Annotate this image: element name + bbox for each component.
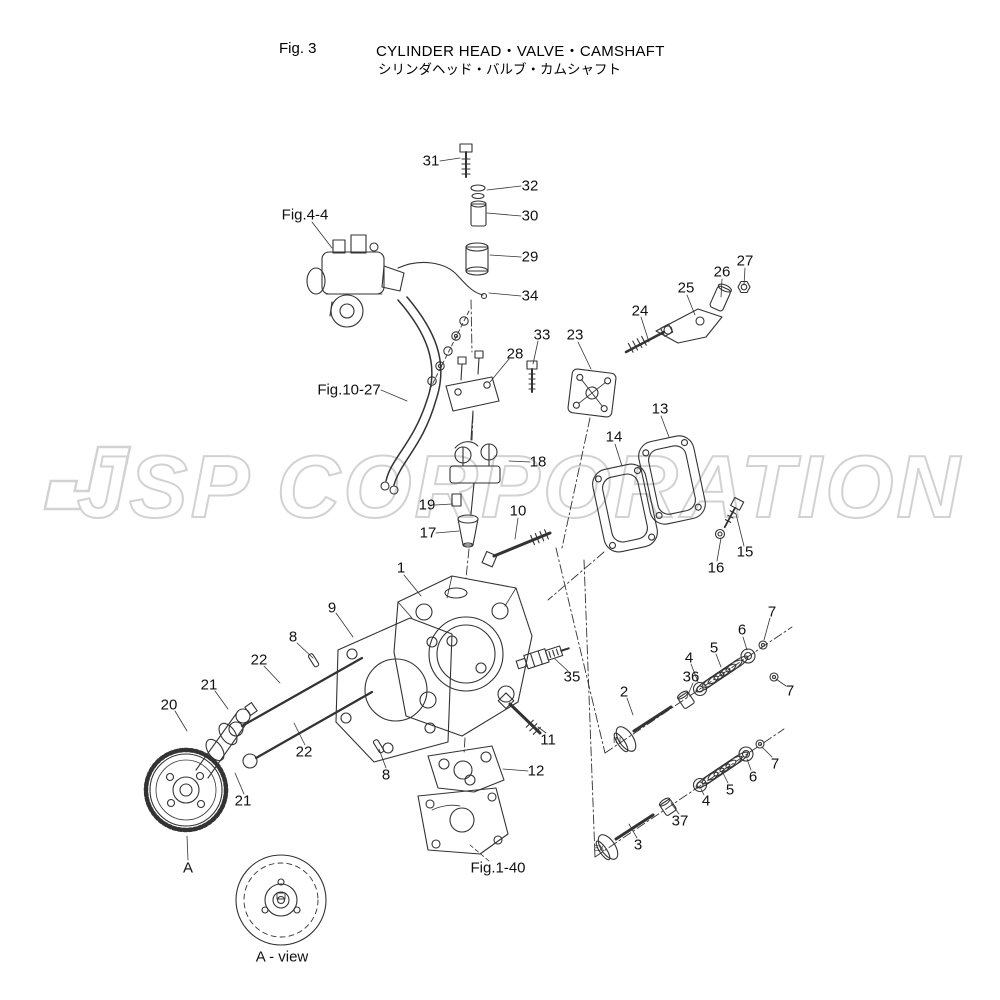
part-label-5: 5 [709,639,719,657]
governor-plate [445,350,500,441]
cylinder-head [393,575,533,737]
screw-33 [526,360,538,393]
spark-plug [515,645,570,670]
part-label-33: 33 [533,326,551,344]
part-label-32: 32 [521,177,539,195]
carburetor [306,234,405,328]
part-label-17: 17 [419,524,437,542]
rocker-pivot-bolt-stack [459,143,489,276]
part-label-23: 23 [566,326,584,344]
part-label-6: 6 [737,621,747,639]
washer-16 [714,528,726,540]
page-title: CYLINDER HEAD・VALVE・CAMSHAFT [376,43,665,60]
cover-gasket [592,463,658,553]
part-label-35: 35 [563,668,581,686]
part-label-21: 21 [200,676,218,694]
part-label-14: 14 [605,428,623,446]
bolt-15 [723,496,745,529]
breather-cover [638,435,706,525]
part-label-31: 31 [422,152,440,170]
governor-link-rod [397,261,488,300]
part-label-22: 22 [295,743,313,761]
part-label-7: 7 [770,755,780,773]
throttle-cables [380,296,469,495]
part-label-a-view: A - view [255,948,309,966]
part-label-19: 19 [418,496,436,514]
bushing-26 [709,283,732,312]
camshaft [143,702,258,833]
head-gasket [335,617,453,763]
part-label-fig.10-27: Fig.10-27 [317,381,381,399]
page-title-japanese: シリンダヘッド・バルブ・カムシャフト [378,62,621,77]
jsp-logo-icon [43,445,132,511]
exhaust-valve-train [595,739,765,861]
exhaust-valve-marking: EX [594,844,605,853]
part-label-21: 21 [234,792,252,810]
part-label-10: 10 [509,502,527,520]
part-label-28: 28 [506,345,524,363]
figure-number: Fig. 3 [279,40,317,57]
intake-valve-train [613,640,779,753]
part-label-30: 30 [521,207,539,225]
rocker-arm-assembly [449,441,501,515]
part-label-4: 4 [701,792,711,810]
intake-valve-marking: IN [613,736,621,745]
part-label-8: 8 [288,628,298,646]
part-label-4: 4 [684,649,694,667]
lower-plate [417,787,509,855]
tappet [457,514,479,548]
part-label-1: 1 [396,559,406,577]
part-label-fig.1-40: Fig.1-40 [470,859,526,877]
part-label-37: 37 [671,812,689,830]
part-label-2: 2 [619,683,629,701]
pushrods [228,653,385,769]
part-label-24: 24 [631,302,649,320]
part-label-8: 8 [381,766,391,784]
construction-lines [428,299,793,858]
leader-lines [174,157,787,862]
part-label-25: 25 [677,279,695,297]
part-label-7: 7 [767,603,777,621]
a-view-flywheel [235,854,327,946]
part-label-12: 12 [527,762,545,780]
bracket-12 [427,745,505,793]
bracket-25 [655,308,723,344]
part-label-15: 15 [736,543,754,561]
watermark-text: JSP CORPORATION [77,437,963,536]
part-label-6: 6 [748,768,758,786]
part-label-29: 29 [521,248,539,266]
mount-plate [567,368,617,418]
part-label-26: 26 [713,263,731,281]
watermark: JSP CORPORATION [43,436,963,537]
part-label-3: 3 [633,836,643,854]
part-label-18: 18 [529,453,547,471]
part-label-fig.4-4: Fig.4-4 [281,206,329,224]
part-label-34: 34 [521,287,539,305]
part-label-9: 9 [327,599,337,617]
part-label-7: 7 [785,682,795,700]
part-label-20: 20 [160,696,178,714]
part-label-13: 13 [651,400,669,418]
bolt-10 [481,529,552,568]
part-label-a: A [182,859,194,877]
part-label-5: 5 [725,781,735,799]
part-label-22: 22 [250,651,268,669]
part-label-27: 27 [736,252,754,270]
part-label-11: 11 [540,731,556,749]
part-label-16: 16 [707,559,725,577]
bolt-11 [497,692,542,735]
part-label-36: 36 [682,668,700,686]
